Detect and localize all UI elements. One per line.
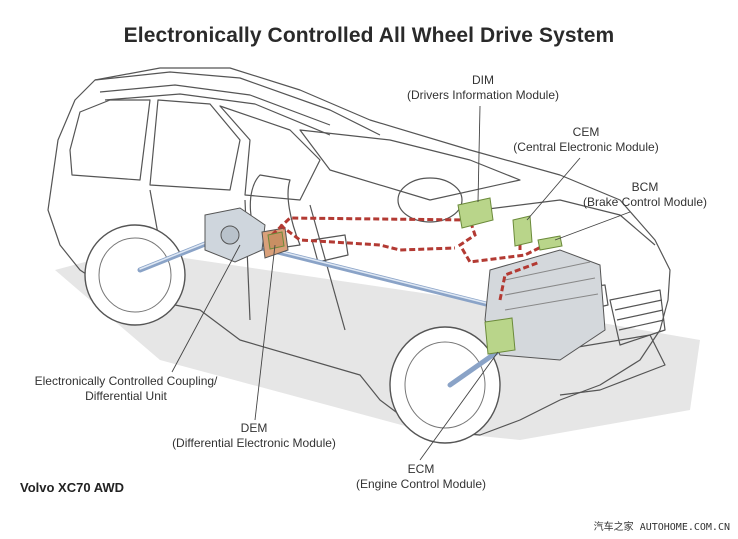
label-bcm-full: (Brake Control Module): [582, 195, 708, 209]
car-body-outline: [47, 67, 671, 436]
label-ecm: ECM (Engine Control Module): [340, 462, 502, 492]
label-dem-abbr: DEM: [240, 421, 268, 435]
leader-ecm: [419, 351, 499, 461]
rear-wheel-tire: [84, 224, 186, 326]
ecm-module: [484, 317, 516, 355]
grille: [609, 289, 666, 346]
label-dem-full: (Differential Electronic Module): [172, 436, 336, 450]
label-dim-abbr: DIM: [472, 73, 494, 87]
model-name: Volvo XC70 AWD: [20, 480, 125, 495]
label-dim-full: (Drivers Information Module): [406, 88, 560, 102]
dem-module: [267, 231, 285, 250]
leader-dem: [254, 244, 276, 421]
bcm-module: [537, 235, 563, 251]
label-cem-abbr: CEM: [572, 125, 600, 139]
windshield: [299, 129, 521, 201]
label-ecm-abbr: ECM: [407, 462, 435, 476]
roof-line: [94, 71, 381, 136]
label-coupling: Electronically Controlled Coupling/ Diff…: [20, 374, 232, 404]
label-cem: CEM (Central Electronic Module): [498, 125, 674, 155]
leader-bcm: [554, 211, 631, 241]
label-dim: DIM (Drivers Information Module): [393, 73, 573, 103]
leader-coupling: [171, 244, 241, 373]
side-mirror: [311, 234, 349, 263]
steering-wheel: [397, 177, 463, 223]
cem-module: [512, 215, 533, 247]
roof-rail: [99, 84, 331, 126]
label-dem: DEM (Differential Electronic Module): [158, 421, 350, 451]
dim-module: [457, 197, 494, 229]
rear-axle-shaft: [137, 237, 218, 273]
rear-side-window: [149, 99, 241, 191]
label-coupling-line1: Electronically Controlled Coupling/: [34, 374, 218, 388]
rear-window: [69, 99, 151, 181]
watermark: 汽车之家 AUTOHOME.COM.CN: [594, 518, 730, 533]
label-bcm-abbr: BCM: [631, 180, 659, 194]
leader-cem: [526, 157, 581, 221]
diagram-title: Electronically Controlled All Wheel Driv…: [123, 24, 615, 47]
watermark-site: AUTOHOME.COM.CN: [639, 522, 730, 533]
watermark-cn: 汽车之家: [593, 522, 634, 533]
front-bumper: [559, 334, 666, 396]
label-bcm: BCM (Brake Control Module): [570, 180, 720, 210]
label-ecm-full: (Engine Control Module): [355, 477, 487, 491]
front-side-window: [219, 105, 321, 201]
front-wheel-tire: [389, 326, 501, 444]
hood-line: [479, 199, 656, 246]
front-axle-shaft: [447, 347, 503, 388]
leader-dim: [477, 105, 481, 203]
label-cem-full: (Central Electronic Module): [513, 140, 659, 154]
label-coupling-line2: Differential Unit: [85, 389, 167, 403]
ground-shadow: [55, 250, 700, 440]
